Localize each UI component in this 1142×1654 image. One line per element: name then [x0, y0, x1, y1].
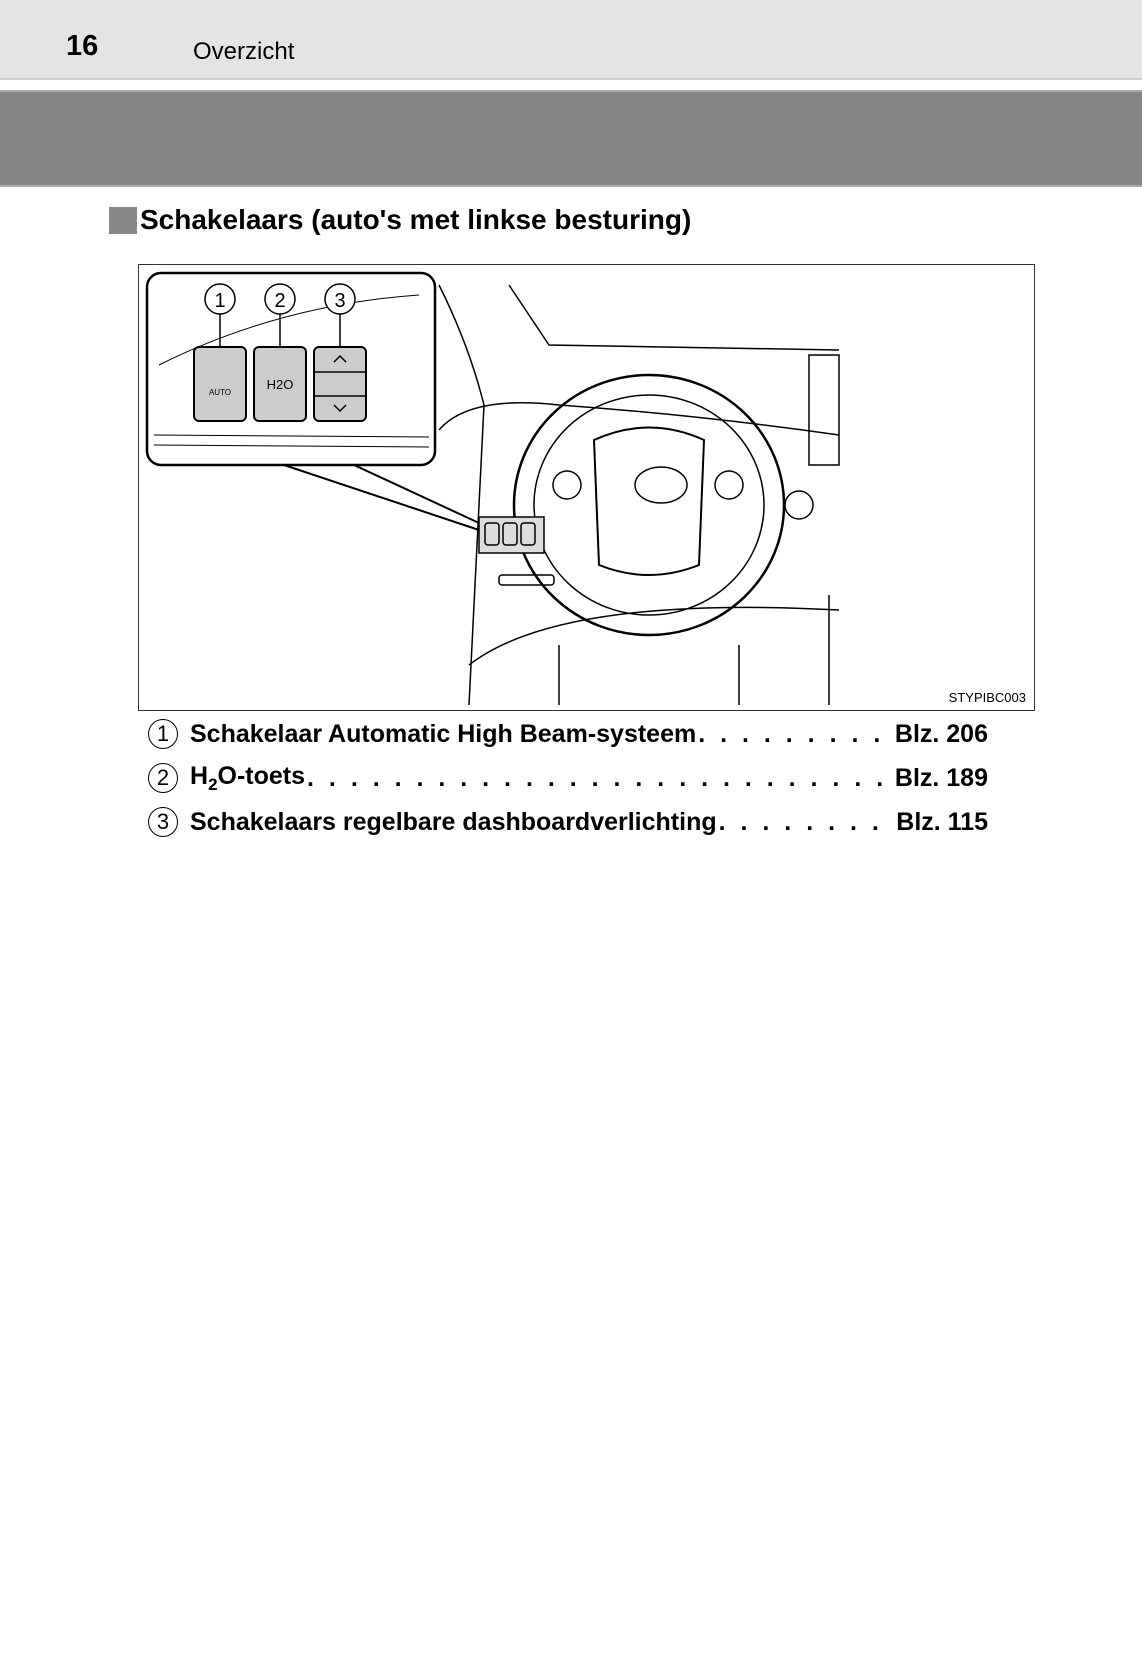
item-number: 2 [148, 763, 178, 793]
section-title: Overzicht [193, 38, 295, 65]
list-item: 2 H2O-toets Blz. 189 [148, 756, 988, 800]
page-reference[interactable]: Blz. 206 [894, 719, 988, 748]
figure-code: STYPIBC003 [948, 690, 1026, 705]
heading-text: Schakelaars (auto's met linkse besturing… [140, 204, 692, 235]
item-label: Schakelaar Automatic High Beam-systeem [190, 719, 697, 748]
label-part: O-toets [217, 761, 306, 790]
dashboard-drawing [145, 271, 840, 706]
label-part: H [190, 761, 209, 790]
page-header: 16 Overzicht [0, 0, 1142, 80]
item-label: Schakelaars regelbare dashboardverlichti… [190, 807, 717, 836]
item-number: 1 [148, 719, 178, 749]
chapter-band [0, 90, 1142, 187]
page-reference[interactable]: Blz. 189 [894, 763, 988, 792]
section-heading: Schakelaars (auto's met linkse besturing… [109, 204, 691, 236]
heading-square-icon [109, 206, 137, 234]
item-label: H2O-toets [190, 762, 305, 795]
page-number: 16 [66, 30, 99, 62]
list-item: 1 Schakelaar Automatic High Beam-systeem… [148, 712, 988, 756]
dashboard-illustration: 1 2 3 AUTO H2O STYPIBC003 [138, 264, 1035, 711]
item-number: 3 [148, 807, 178, 837]
page-reference[interactable]: Blz. 115 [896, 807, 988, 836]
list-item: 3 Schakelaars regelbare dashboardverlich… [148, 800, 988, 844]
leader-dots [307, 764, 893, 793]
switch-list: 1 Schakelaar Automatic High Beam-systeem… [148, 712, 988, 844]
leader-dots [698, 720, 893, 749]
label-subscript: 2 [208, 774, 218, 794]
leader-dots [719, 808, 895, 837]
